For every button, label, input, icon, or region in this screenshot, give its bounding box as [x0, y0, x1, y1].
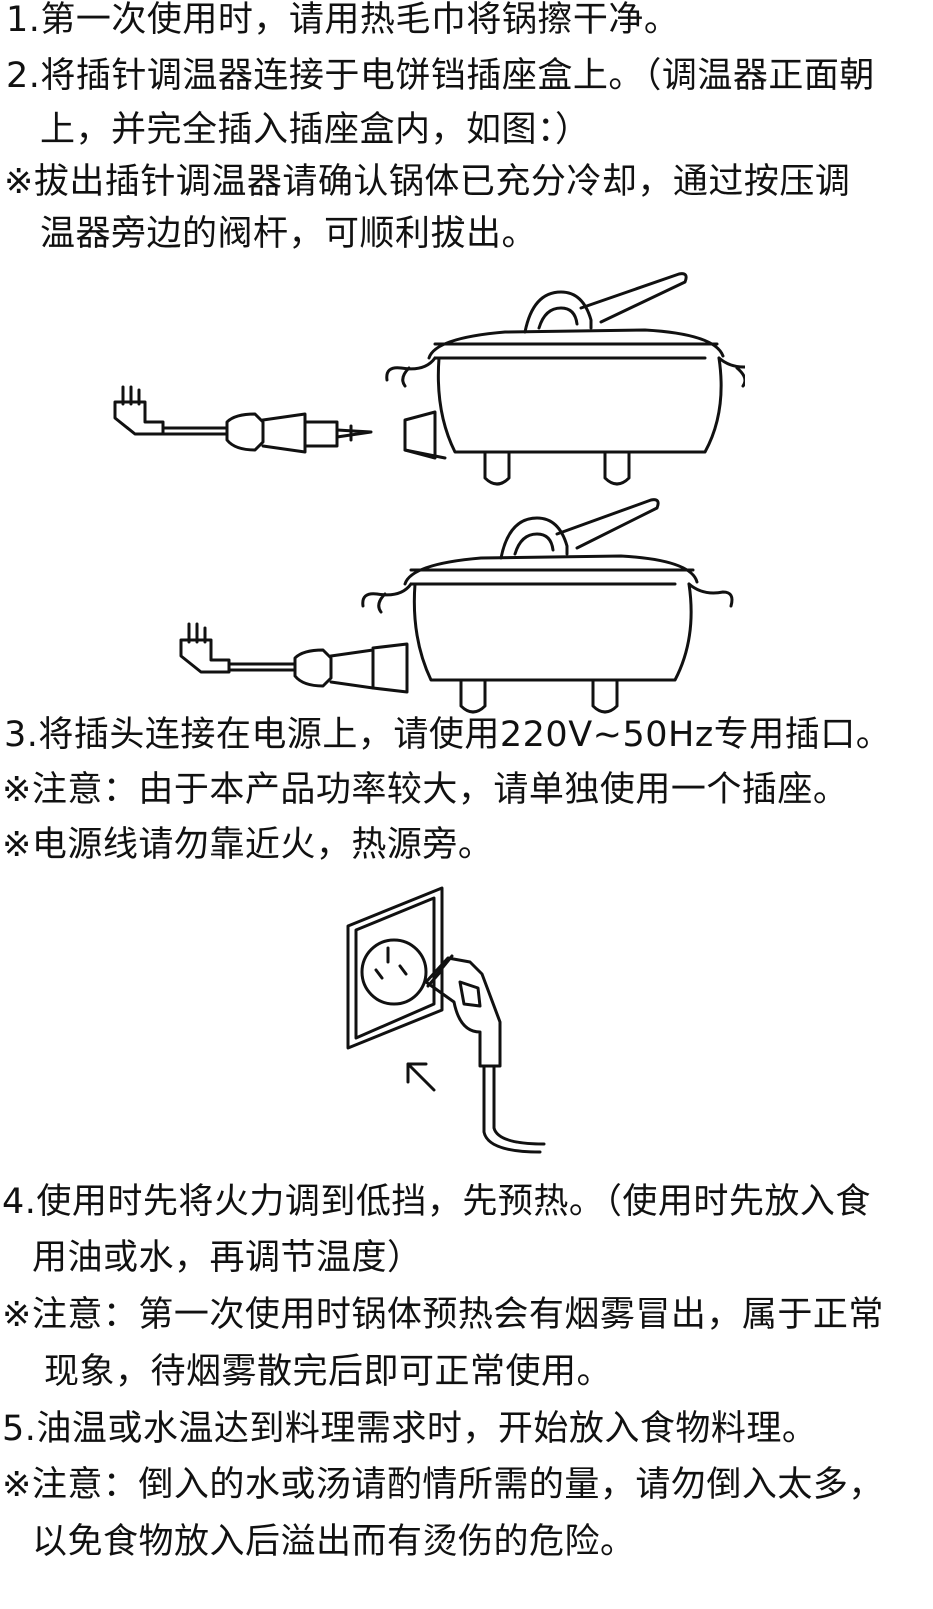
step-4-text-line-1: 4.使用时先将火力调到低挡，先预热。（使用时先放入食 — [2, 1182, 871, 1222]
step-2-text-line-2: 上，并完全插入插座盒内，如图：） — [40, 110, 591, 150]
wall-socket-plug-icon — [346, 886, 546, 1154]
note-5-text-line-2: 以免食物放入后溢出而有烫伤的危险。 — [32, 1522, 636, 1562]
step-1-text: 1.第一次使用时，请用热毛巾将锅擦干净。 — [6, 0, 680, 40]
note-1-text-line-1: ※拔出插针调温器请确认锅体已充分冷却，通过按压调 — [4, 162, 851, 202]
step-5-text: 5.油温或水温达到料理需求时，开始放入食物料理。 — [2, 1409, 818, 1449]
note-3-text: ※电源线请勿靠近火，热源旁。 — [2, 825, 494, 865]
step-4-text-line-2: 用油或水，再调节温度） — [32, 1238, 423, 1278]
note-4-text-line-1: ※注意：第一次使用时锅体预热会有烟雾冒出，属于正常 — [2, 1295, 884, 1335]
note-5-text-line-1: ※注意：倒入的水或汤请酌情所需的量，请勿倒入太多， — [2, 1465, 884, 1505]
step-2-text-line-1: 2.将插针调温器连接于电饼铛插座盒上。（调温器正面朝 — [6, 56, 875, 96]
pot-detached-controller-icon — [113, 272, 745, 486]
pot-attached-controller-icon — [179, 498, 734, 714]
note-2-text: ※注意：由于本产品功率较大，请单独使用一个插座。 — [2, 770, 849, 810]
note-1-text-line-2: 温器旁边的阀杆，可顺利拔出。 — [40, 214, 538, 254]
note-4-text-line-2: 现象，待烟雾散完后即可正常使用。 — [44, 1352, 613, 1392]
step-3-text: 3.将插头连接在电源上，请使用220V~50Hz专用插口。 — [4, 715, 892, 755]
